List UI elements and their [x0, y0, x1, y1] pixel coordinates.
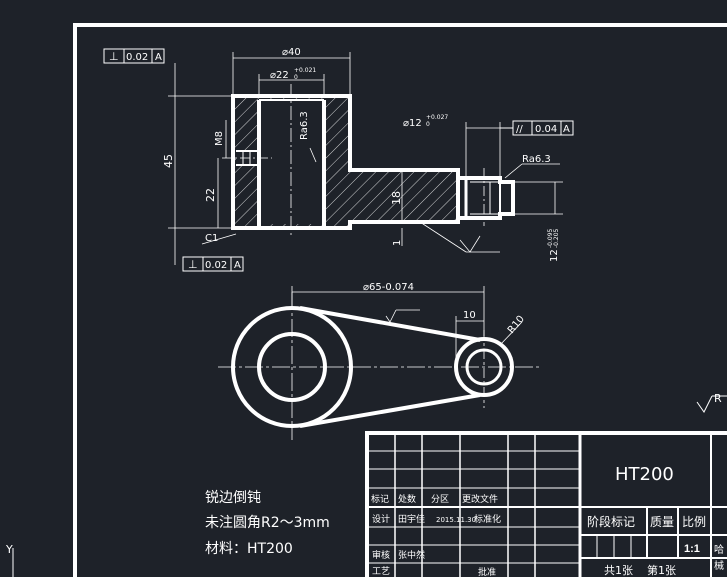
- parallel-ref: A: [563, 124, 570, 135]
- dim-bore-tol-low: 0: [294, 74, 298, 81]
- dim-pin-len-tol: -0.095: [547, 228, 554, 248]
- dim-pin-tol: +0.027: [426, 114, 448, 121]
- front-view-dimensions: [168, 52, 563, 265]
- top-view: [218, 286, 540, 440]
- tb-designer: 田宇佳: [398, 513, 425, 525]
- dim-center-dist: ⌀65-0.074: [363, 282, 414, 293]
- tb-edge-2: 械: [714, 559, 724, 572]
- parallel-value: 0.04: [535, 124, 557, 135]
- gdt-frame-parallel: // 0.04 A: [500, 120, 574, 136]
- rough-pin: Ra6.3: [522, 154, 551, 165]
- dim-10: 10: [463, 310, 476, 321]
- tb-stage: 阶段标记: [587, 514, 635, 529]
- tb-sheji: 设计: [372, 513, 390, 525]
- tb-date: 2015.11.30: [436, 516, 476, 524]
- parallel-symbol: //: [516, 124, 523, 135]
- dim-bore-tol: +0.021: [294, 67, 316, 74]
- dim-bore-dia: ⌀22: [270, 70, 289, 81]
- rough-bore: Ra6.3: [299, 111, 310, 140]
- tb-genggai: 更改文件: [462, 493, 498, 505]
- note-line-1: 锐边倒钝: [205, 490, 261, 506]
- tb-gongyi: 工艺: [372, 566, 390, 577]
- tb-biaoji: 标记: [371, 493, 389, 505]
- ucs-icon: Y: [5, 543, 14, 577]
- perp-ref-top: A: [155, 52, 162, 63]
- perp-value-bottom: 0.02: [205, 260, 227, 271]
- tb-shenhe: 审核: [372, 549, 390, 561]
- tb-sheet-no: 第1张: [647, 563, 676, 577]
- dim-1: 1: [392, 240, 403, 246]
- perp-symbol-bottom: ⊥: [188, 258, 198, 271]
- dim-22: 22: [204, 188, 217, 202]
- rough-right-label: R: [714, 392, 722, 405]
- tb-sheets: 共1张: [604, 564, 633, 577]
- tb-scale-value: 1:1: [684, 543, 700, 555]
- technical-notes: 锐边倒钝 未注圆角R2～3mm 材料：HT200: [205, 490, 330, 557]
- tb-chushu: 处数: [398, 493, 416, 505]
- perp-symbol-top: ⊥: [109, 50, 119, 63]
- tb-reviewer: 张中然: [398, 549, 425, 561]
- dim-45: 45: [162, 154, 175, 168]
- tb-edge-1: 哈: [714, 543, 724, 556]
- gdt-frame-top: ⊥ 0.02 A: [103, 48, 165, 64]
- perp-value-top: 0.02: [126, 52, 148, 63]
- gdt-frame-bottom: ⊥ 0.02 A: [182, 256, 244, 272]
- tb-material: HT200: [615, 464, 674, 485]
- note-line-2: 未注圆角R2～3mm: [205, 515, 330, 531]
- dim-m8: M8: [214, 131, 225, 146]
- tb-pizhun: 批准: [478, 566, 496, 577]
- dim-r10: R10: [506, 314, 527, 336]
- front-section-view: [222, 84, 515, 238]
- tb-biaozhunhua: 标准化: [474, 513, 501, 525]
- surface-roughness-right: R: [696, 392, 727, 413]
- title-block: [365, 431, 727, 577]
- dim-outer-dia: ⌀40: [282, 47, 301, 58]
- tb-weight: 质量: [650, 515, 674, 529]
- dim-pin-len-tol2: -0.205: [553, 228, 560, 248]
- dim-pin-dia: ⌀12: [403, 118, 422, 129]
- svg-text:Y: Y: [5, 543, 13, 556]
- perp-ref-bottom: A: [234, 260, 241, 271]
- dim-18: 18: [390, 191, 403, 205]
- chamfer-c1: C1: [205, 233, 218, 244]
- note-line-3: 材料：HT200: [205, 541, 293, 557]
- drawing-frame: [73, 23, 727, 577]
- dim-pin-tol-low: 0: [426, 121, 430, 128]
- dim-pin-len: 12: [549, 249, 560, 262]
- tb-scale: 比例: [682, 515, 706, 529]
- tb-fenqu: 分区: [431, 494, 449, 505]
